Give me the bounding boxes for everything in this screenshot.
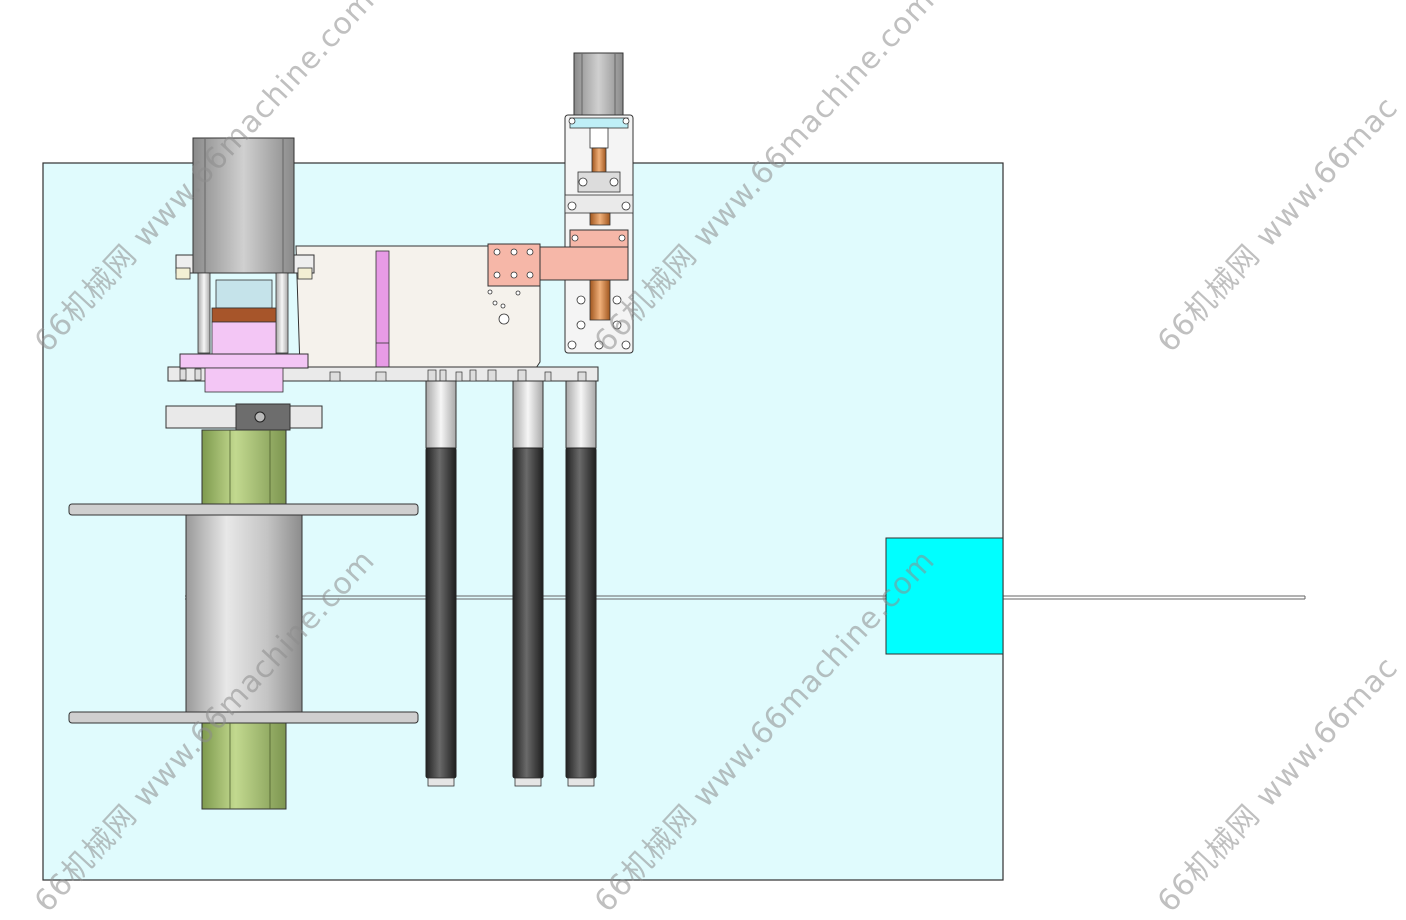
magenta-slot: [375, 250, 390, 368]
clamp-collar: [165, 403, 323, 431]
plate-holes: [487, 289, 521, 325]
olive-shaft-lower: [201, 722, 287, 810]
machine-drawing: [42, 52, 1306, 881]
connecting-block: [487, 229, 629, 287]
spool: [68, 503, 419, 724]
vertical-actuator: [564, 52, 634, 354]
left-motor: [175, 137, 315, 393]
wire-line: [185, 595, 1306, 600]
roller-right: [565, 380, 597, 787]
cyan-block: [885, 537, 1004, 655]
roller-middle: [512, 380, 544, 787]
roller-left: [425, 380, 457, 787]
olive-shaft-upper: [201, 429, 287, 505]
